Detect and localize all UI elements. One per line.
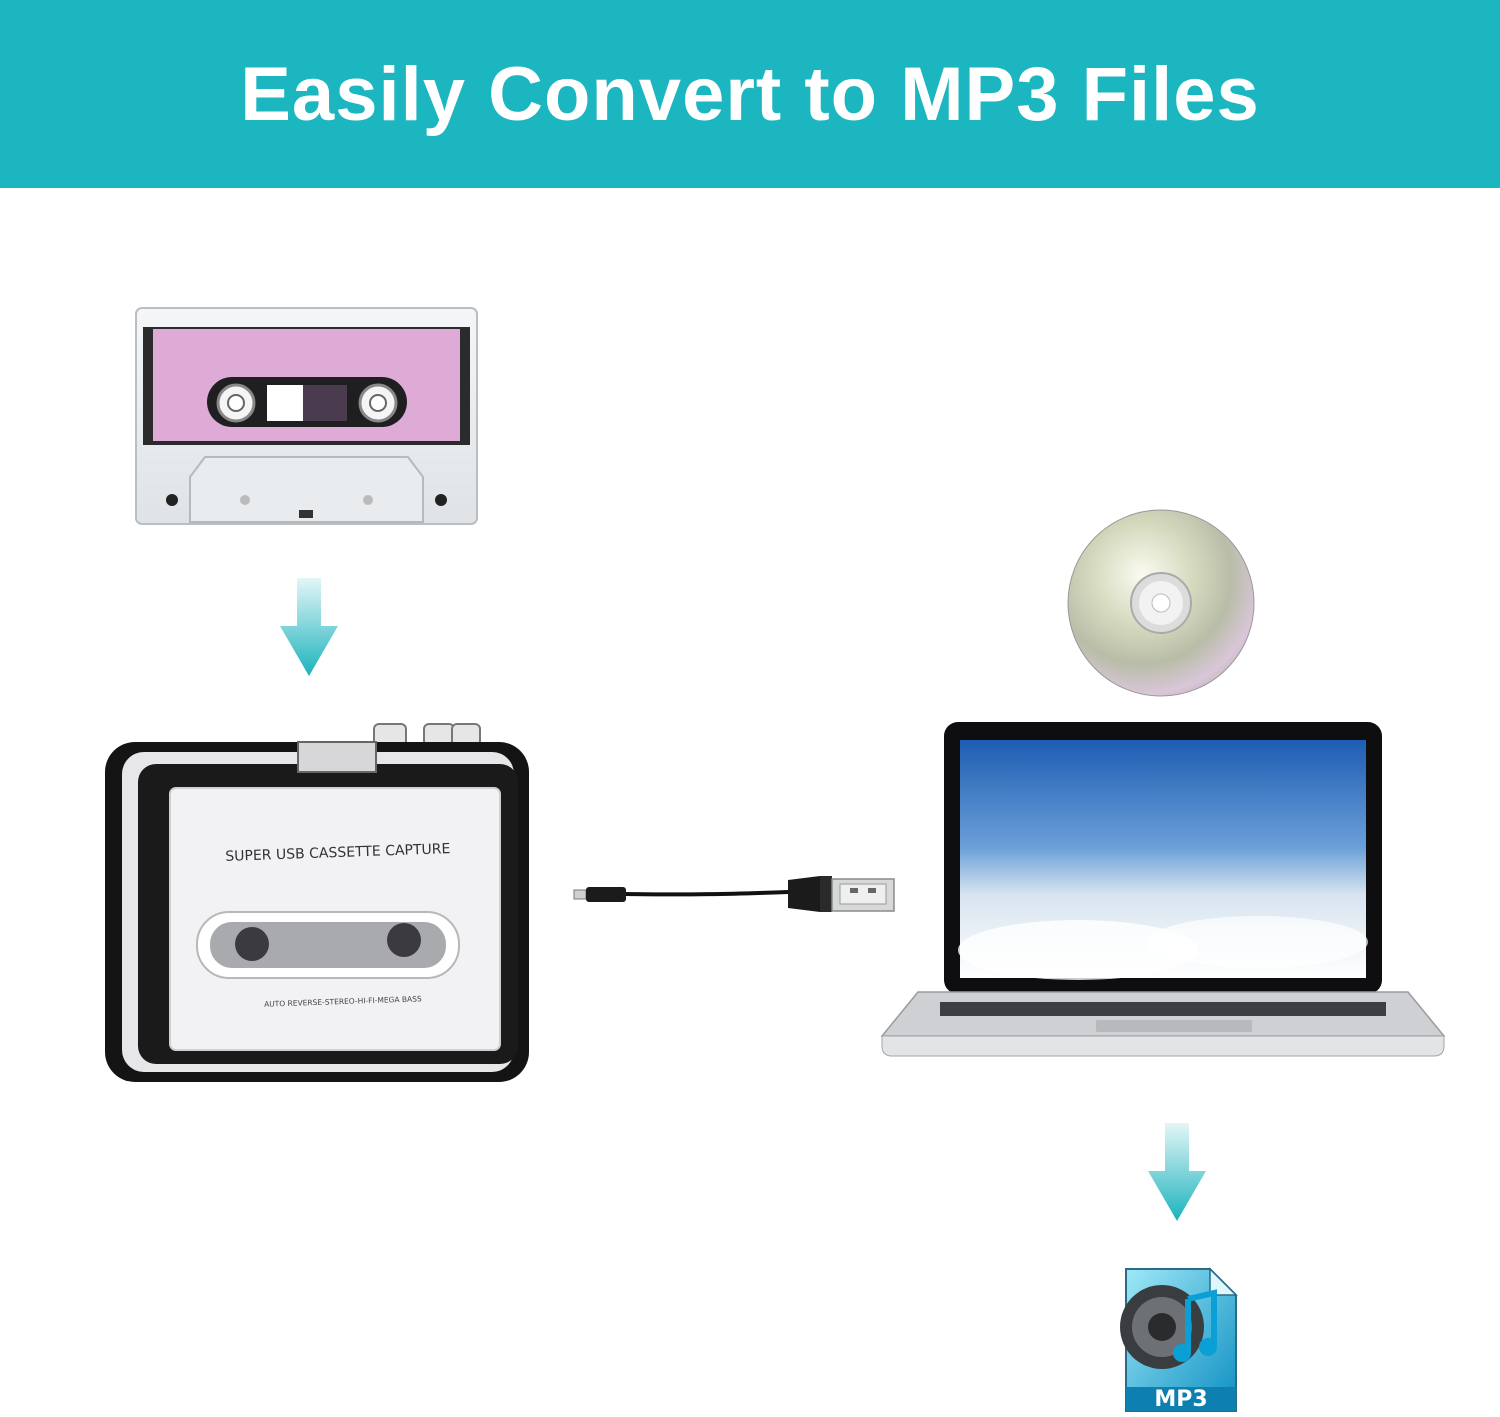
arrow-down-icon <box>1148 1123 1206 1221</box>
banner-title: Easily Convert to MP3 Files <box>240 51 1260 137</box>
mp3-label: MP3 <box>1154 1387 1207 1412</box>
cd-disc-icon <box>1067 509 1255 697</box>
usb-cable-icon <box>573 876 895 912</box>
player-title-label: SUPER USB CASSETTE CAPTURE <box>225 841 451 865</box>
title-banner: Easily Convert to MP3 Files <box>0 0 1500 188</box>
laptop-icon <box>880 722 1446 1057</box>
arrow-down-icon <box>280 578 338 676</box>
mp3-file-icon: MP3 <box>1120 1267 1238 1412</box>
cassette-player-icon: SUPER USB CASSETTE CAPTURE AUTO REVERSE-… <box>105 723 529 1082</box>
cassette-tape-icon <box>135 307 478 525</box>
